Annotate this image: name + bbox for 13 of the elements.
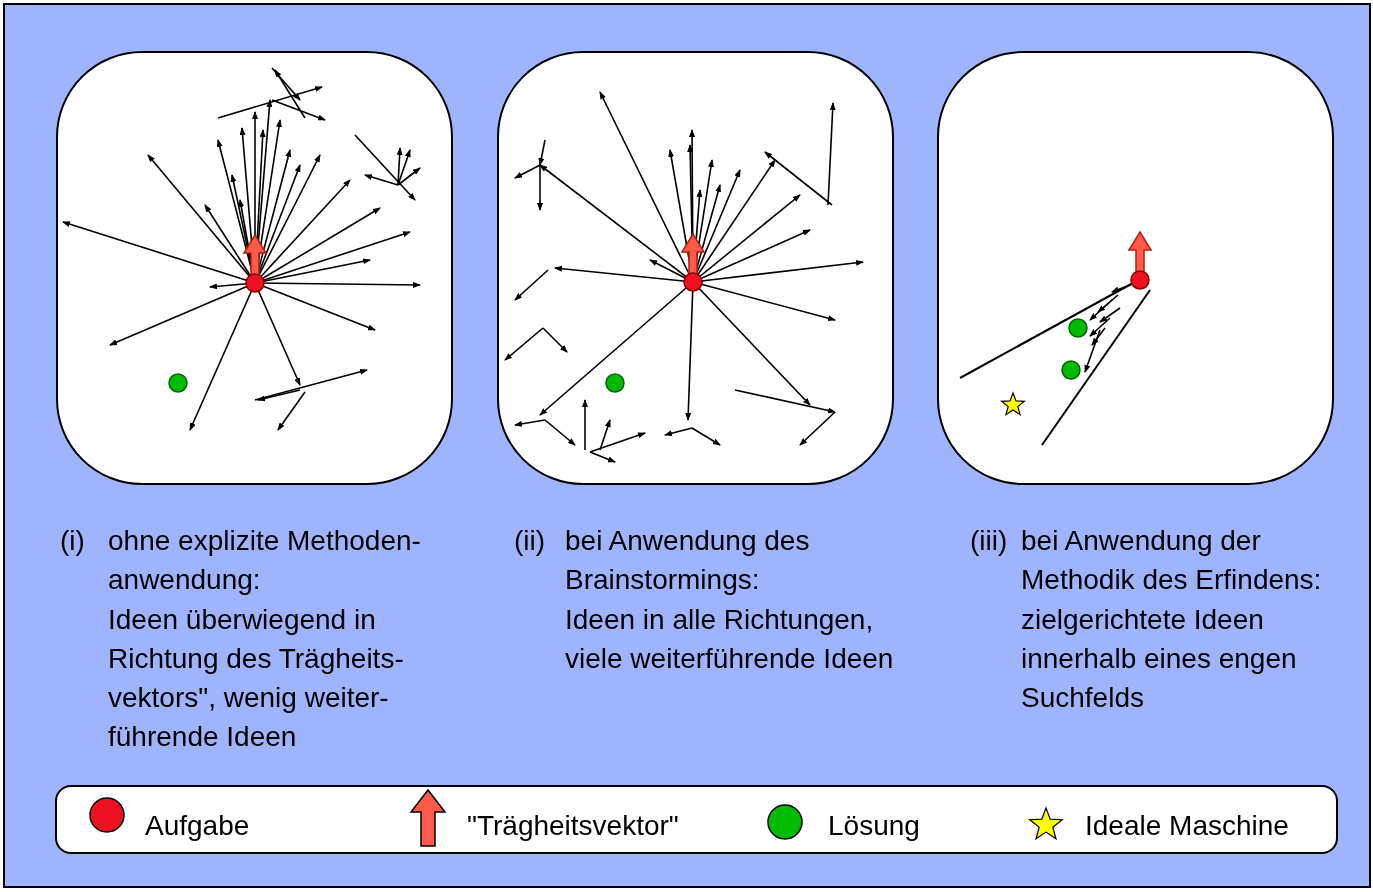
caption-text: zielgerichtete Ideen innerhalb eines engen Suchfelds bbox=[1021, 603, 1298, 715]
legend-label: Aufgabe bbox=[145, 809, 250, 843]
panel-number: (ii) bbox=[514, 524, 546, 558]
caption-text: Ideen in alle Richtungen, viele weiterführende Ideen bbox=[565, 603, 895, 676]
caption-heading: ohne explizite Methoden- anwendung: bbox=[108, 524, 422, 597]
legend-label: "Trägheitsvektor" bbox=[467, 809, 679, 843]
caption-text: Ideen überwiegend in Richtung des Trägheits- vektors", wenig weiter- führende Ideen bbox=[108, 603, 405, 754]
panel-number: (i) bbox=[60, 524, 85, 558]
legend-label: Lösung bbox=[828, 809, 920, 843]
panel-number: (iii) bbox=[970, 524, 1008, 558]
caption-heading: bei Anwendung des Brainstormings: bbox=[565, 524, 811, 597]
legend-label: Ideale Maschine bbox=[1085, 809, 1289, 843]
caption-heading: bei Anwendung der Methodik des Erfindens: bbox=[1021, 524, 1323, 597]
